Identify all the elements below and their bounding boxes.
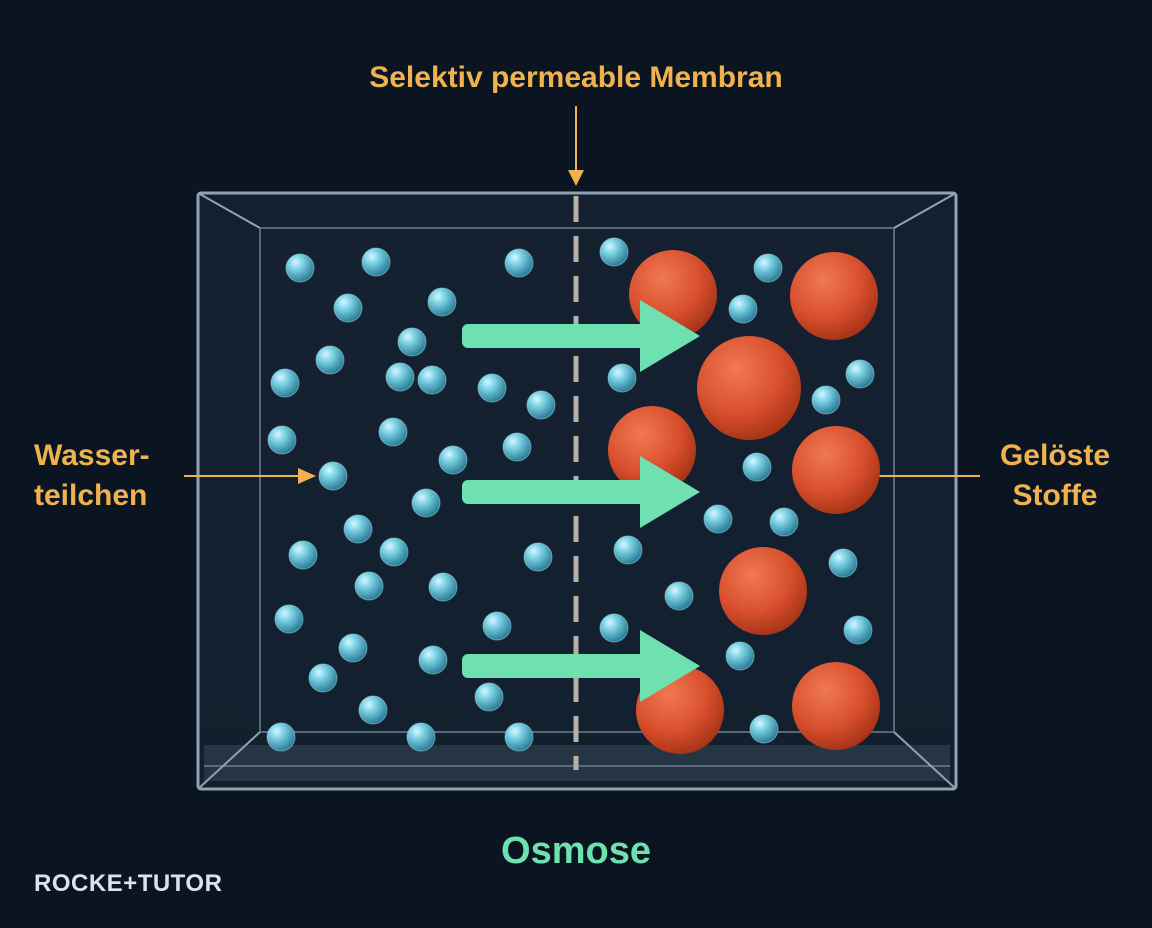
water-particle-icon xyxy=(338,633,368,663)
water-particle-icon xyxy=(318,461,348,491)
solute-particle-icon xyxy=(719,547,807,635)
water-particle-icon xyxy=(418,645,448,675)
solutes-label: Gelöste Stoffe xyxy=(980,436,1130,516)
water-particle-icon xyxy=(749,714,779,744)
water-particle-icon xyxy=(607,363,637,393)
flow-arrow-icon xyxy=(462,300,700,372)
water-particle-icon xyxy=(266,722,296,752)
solute-label-line2: Stoffe xyxy=(1012,479,1098,512)
water-particle-icon xyxy=(385,362,415,392)
water-particle-icon xyxy=(504,722,534,752)
water-particle-icon xyxy=(769,507,799,537)
solute-particle-icon xyxy=(790,252,878,340)
water-label-line1: Wasser- xyxy=(34,439,150,472)
water-particle-icon xyxy=(411,488,441,518)
water-particle-icon xyxy=(703,504,733,534)
water-particle-icon xyxy=(599,613,629,643)
water-particle-icon xyxy=(428,572,458,602)
membrane-label: Selektiv permeable Membran xyxy=(369,61,783,94)
flow-arrows xyxy=(462,300,700,702)
water-particle-icon xyxy=(315,345,345,375)
solute-label-line1: Gelöste xyxy=(999,439,1111,472)
water-particle-icon xyxy=(664,581,694,611)
water-particle-icon xyxy=(477,373,507,403)
water-label-line2: teilchen xyxy=(34,479,148,512)
solute-particle-icon xyxy=(608,406,696,494)
water-particle-icon xyxy=(725,641,755,671)
water-particle-icon xyxy=(358,695,388,725)
solute-particle-icon xyxy=(697,336,801,440)
water-particle-icon xyxy=(438,445,468,475)
water-particle-icon xyxy=(613,535,643,565)
water-particles xyxy=(266,237,875,752)
solute-particle-icon xyxy=(792,662,880,750)
water-particle-icon xyxy=(274,604,304,634)
water-particle-icon xyxy=(526,390,556,420)
water-particle-icon xyxy=(378,417,408,447)
water-particle-icon xyxy=(523,542,553,572)
water-particle-icon xyxy=(333,293,363,323)
water-particle-icon xyxy=(502,432,532,462)
water-particle-icon xyxy=(753,253,783,283)
water-particle-icon xyxy=(343,514,373,544)
flow-arrow-icon xyxy=(462,630,700,702)
water-particle-icon xyxy=(427,287,457,317)
water-particle-icon xyxy=(308,663,338,693)
water-particles-label: Wasser- teilchen xyxy=(34,436,150,516)
diagram-caption: Osmose xyxy=(501,830,651,872)
water-particle-icon xyxy=(843,615,873,645)
water-particle-icon xyxy=(267,425,297,455)
water-particle-icon xyxy=(270,368,300,398)
water-particle-icon xyxy=(474,682,504,712)
solute-particle-icon xyxy=(792,426,880,514)
water-particle-icon xyxy=(417,365,447,395)
water-particle-icon xyxy=(397,327,427,357)
water-particle-icon xyxy=(811,385,841,415)
water-particle-icon xyxy=(845,359,875,389)
water-particle-icon xyxy=(379,537,409,567)
water-particle-icon xyxy=(482,611,512,641)
membrane-pointer xyxy=(568,106,584,186)
solute-particles xyxy=(608,250,880,754)
water-particle-icon xyxy=(354,571,384,601)
water-particle-icon xyxy=(599,237,629,267)
water-particle-icon xyxy=(285,253,315,283)
water-particle-icon xyxy=(828,548,858,578)
water-pointer xyxy=(184,468,316,484)
water-particle-icon xyxy=(742,452,772,482)
water-particle-icon xyxy=(728,294,758,324)
flow-arrow-icon xyxy=(462,456,700,528)
water-particle-icon xyxy=(504,248,534,278)
water-particle-icon xyxy=(361,247,391,277)
water-particle-icon xyxy=(406,722,436,752)
water-particle-icon xyxy=(288,540,318,570)
brand-logo: ROCKE+TUTOR xyxy=(34,870,223,897)
